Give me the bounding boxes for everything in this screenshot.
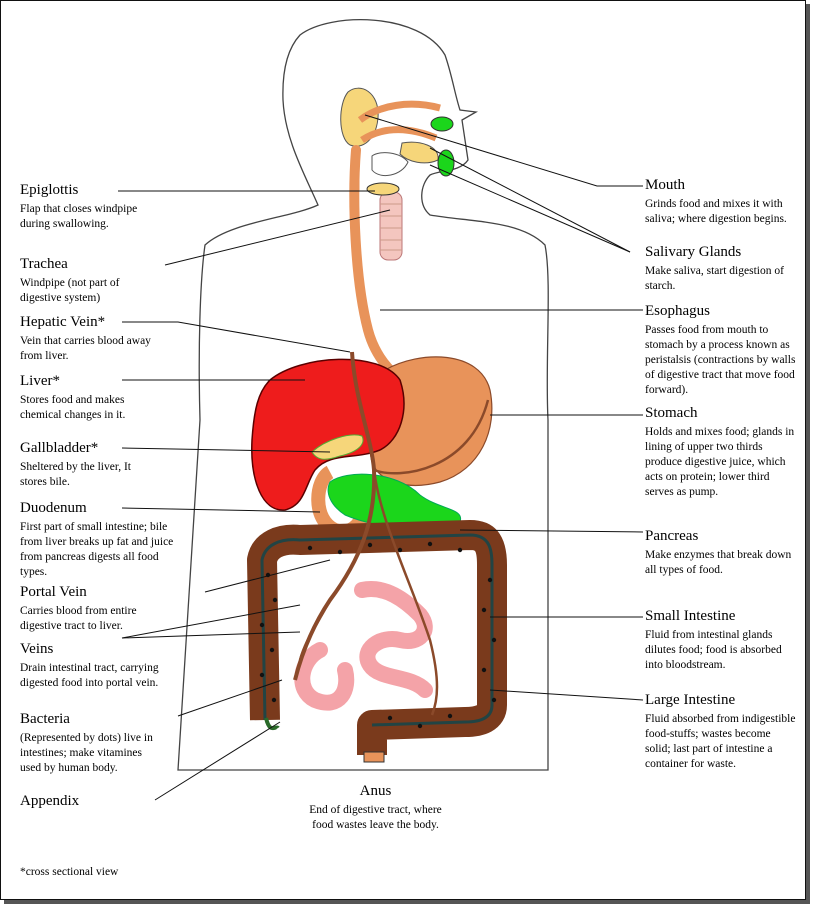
mouth-desc: Grinds food and mixes it with saliva; wh…	[645, 198, 787, 225]
trachea-title: Trachea	[20, 256, 68, 272]
footnote: *cross sectional view	[20, 866, 119, 878]
label-portal-vein: Portal Vein Carries blood from entire di…	[20, 583, 170, 634]
epiglottis-title: Epiglottis	[20, 182, 79, 198]
bacteria-dots	[259, 541, 497, 729]
anus-desc: End of digestive tract, where food waste…	[309, 804, 442, 831]
bacteria-desc: (Represented by dots) live in intestines…	[20, 732, 153, 774]
label-anus: Anus End of digestive tract, where food …	[298, 782, 453, 833]
esophagus-title: Esophagus	[645, 303, 710, 319]
label-small-intestine: Small Intestine Fluid from intestinal gl…	[645, 607, 797, 673]
trachea-desc: Windpipe (not part of digestive system)	[20, 277, 120, 304]
stomach-title: Stomach	[645, 405, 698, 421]
label-duodenum: Duodenum First part of small intestine; …	[20, 499, 185, 580]
jaw-gland	[371, 152, 409, 177]
salivary-glands-desc: Make saliva, start digestion of starch.	[645, 265, 784, 292]
label-liver: Liver* Stores food and makes chemical ch…	[20, 372, 160, 423]
epiglottis-flap	[366, 182, 400, 196]
appendix-title: Appendix	[20, 793, 80, 809]
label-salivary-glands: Salivary Glands Make saliva, start diges…	[645, 243, 795, 294]
veins-desc: Drain intestinal tract, carrying digeste…	[20, 662, 159, 689]
pancreas-title: Pancreas	[645, 528, 699, 544]
esophagus-tube	[349, 145, 397, 377]
duodenum-title: Duodenum	[20, 500, 87, 516]
label-pancreas: Pancreas Make enzymes that break down al…	[645, 527, 797, 578]
portal-vein-title: Portal Vein	[20, 584, 87, 600]
liver-title: Liver*	[20, 373, 60, 389]
small-intestine-desc: Fluid from intestinal glands dilutes foo…	[645, 629, 782, 671]
liver-desc: Stores food and makes chemical changes i…	[20, 394, 126, 421]
salivary-gland-lower	[437, 149, 455, 177]
hepatic-vein-title: Hepatic Vein*	[20, 314, 106, 330]
gallbladder-organ	[311, 434, 364, 460]
portal-vein-desc: Carries blood from entire digestive trac…	[20, 605, 137, 632]
gallbladder-desc: Sheltered by the liver, It stores bile.	[20, 461, 131, 488]
intestinal-veins	[298, 399, 490, 716]
label-gallbladder: Gallbladder* Sheltered by the liver, It …	[20, 439, 160, 490]
large-intestine-desc: Fluid absorbed from indigestible food-st…	[645, 713, 796, 770]
label-epiglottis: Epiglottis Flap that closes windpipe dur…	[20, 181, 140, 232]
large-intestine-title: Large Intestine	[645, 692, 736, 708]
label-esophagus: Esophagus Passes food from mouth to stom…	[645, 302, 797, 398]
label-trachea: Trachea Windpipe (not part of digestive …	[20, 255, 160, 306]
label-large-intestine: Large Intestine Fluid absorbed from indi…	[645, 691, 797, 772]
salivary-gland-upper	[430, 116, 454, 132]
bacteria-title: Bacteria	[20, 711, 70, 727]
anus-title: Anus	[359, 783, 392, 799]
small-intestine-organ	[294, 581, 433, 711]
epiglottis-desc: Flap that closes windpipe during swallow…	[20, 203, 138, 230]
label-veins: Veins Drain intestinal tract, carrying d…	[20, 640, 165, 691]
mouth-title: Mouth	[645, 177, 686, 193]
salivary-glands-title: Salivary Glands	[645, 244, 742, 260]
label-appendix: Appendix	[20, 792, 140, 810]
veins-title: Veins	[20, 641, 54, 657]
leader-lines	[118, 114, 644, 801]
esophagus-desc: Passes food from mouth to stomach by a p…	[645, 324, 796, 396]
appendix-organ	[264, 717, 280, 731]
small-intestine-title: Small Intestine	[645, 608, 736, 624]
gallbladder-title: Gallbladder*	[20, 440, 99, 456]
liver-organ	[251, 358, 405, 511]
label-stomach: Stomach Holds and mixes food; glands in …	[645, 404, 797, 500]
hepatic-vein-desc: Vein that carries blood away from liver.	[20, 335, 151, 362]
label-bacteria: Bacteria (Represented by dots) live in i…	[20, 710, 155, 776]
label-hepatic-vein: Hepatic Vein* Vein that carries blood aw…	[20, 313, 170, 364]
duodenum-desc: First part of small intestine; bile from…	[20, 521, 174, 578]
anus-opening	[363, 751, 385, 763]
pancreas-desc: Make enzymes that break down all types o…	[645, 549, 792, 576]
stomach-desc: Holds and mixes food; glands in lining o…	[645, 426, 795, 498]
label-mouth: Mouth Grinds food and mixes it with sali…	[645, 176, 795, 227]
